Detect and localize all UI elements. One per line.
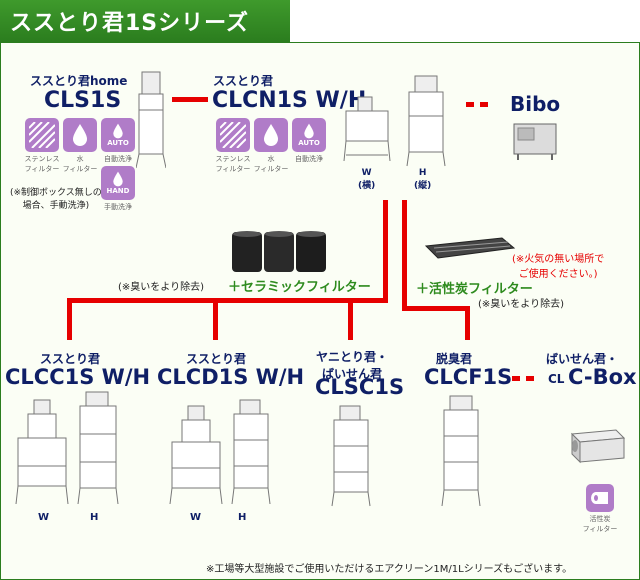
hand-caption: 手動洗浄	[104, 203, 132, 211]
clcn1s-h-machine-image	[405, 74, 451, 168]
cbox-machine-image	[566, 428, 626, 464]
clsc1s-series: ヤニとり君・ ばいせん君	[316, 350, 389, 381]
connector-clcn1s-bibo-1	[466, 102, 474, 107]
auto-badge: AUTO	[107, 139, 129, 147]
bibo-model: Bibo	[510, 92, 561, 116]
auto-wash-icon: AUTO	[101, 118, 135, 152]
clcc1s-h-label: H	[90, 512, 99, 523]
cls1s-icon-caption-2: 水 フィルター	[62, 155, 98, 173]
clcd1s-model: CLCD1S W/H	[157, 365, 305, 389]
connector-clcf1s-cbox-1	[512, 376, 520, 381]
water-drop-icon	[63, 118, 97, 152]
cbox-icon-caption: 活性炭 フィルター	[582, 515, 618, 533]
cls1s-icon-caption-3: 自動洗浄	[104, 155, 132, 163]
clcc1s-w-machine-image	[14, 398, 70, 506]
stainless-filter-icon	[216, 118, 250, 152]
auto-badge: AUTO	[298, 139, 320, 147]
connector-cls1s-clcn1s	[172, 97, 208, 102]
carbon-filter-image	[424, 236, 516, 260]
clcd1s-w-machine-image	[168, 404, 224, 506]
clcc1s-series: ススとり君	[40, 352, 101, 366]
clcf1s-machine-image	[440, 394, 484, 508]
cbox-prefix: CL	[548, 372, 565, 386]
clcn1s-icon-caption-1: ステンレス フィルター	[215, 155, 251, 173]
clcf1s-model: CLCF1S	[424, 365, 513, 389]
clcd1s-series: ススとり君	[186, 352, 247, 366]
stainless-filter-icon	[25, 118, 59, 152]
cls1s-series: ススとり君home	[30, 74, 128, 88]
clcn1s-h-label: H (縦)	[414, 168, 432, 191]
cls1s-model: CLS1S	[44, 88, 122, 113]
page-title: ススとり君1Sシリーズ	[10, 11, 250, 36]
cls1s-icon-caption-1: ステンレス フィルター	[24, 155, 60, 173]
footer-note: ※工場等大型施設でご使用いただけるエアクリーン1M/1Lシリーズもございます。	[206, 564, 573, 575]
auto-wash-icon: AUTO	[292, 118, 326, 152]
connector-clcc1s-drop	[67, 298, 72, 340]
bibo-machine-image	[512, 120, 558, 162]
cbox-model: C-Box	[568, 365, 637, 389]
clcn1s-model: CLCN1S W/H	[212, 88, 367, 113]
carbon-filter-note: (※臭いをより除去)	[478, 299, 564, 310]
carbon-filter-label: ＋活性炭フィルター	[416, 282, 533, 297]
clcn1s-w-label: W (横)	[358, 168, 376, 191]
clcc1s-model: CLCC1S W/H	[5, 365, 151, 389]
connector-clcd1s-drop	[213, 298, 218, 340]
water-drop-icon	[254, 118, 288, 152]
hand-wash-icon: HAND	[101, 166, 135, 200]
clsc1s-model: CLSC1S	[315, 375, 405, 399]
connector-ceramic-horizontal	[67, 298, 388, 303]
carbon-filter-warning: (※火気の無い場所で ご使用ください。)	[512, 254, 605, 280]
clcd1s-w-label: W	[190, 512, 202, 523]
clsc1s-machine-image	[330, 404, 374, 508]
ceramic-filter-note: (※臭いをより除去)	[118, 282, 204, 293]
clcc1s-w-label: W	[38, 512, 50, 523]
hand-badge: HAND	[106, 187, 130, 195]
connector-carbon-vertical	[402, 200, 407, 310]
connector-clsc1s-drop	[348, 298, 353, 340]
connector-carbon-horizontal	[402, 306, 470, 311]
cls1s-note: (※制御ボックス無しの 場合、手動洗浄)	[10, 188, 102, 211]
ceramic-filter-image	[230, 228, 330, 276]
clcd1s-h-label: H	[238, 512, 247, 523]
connector-ceramic-vertical	[383, 200, 388, 302]
clcn1s-icon-caption-3: 自動洗浄	[295, 155, 323, 163]
cbox-series: ばいせん君・	[546, 352, 619, 366]
connector-clcf1s-drop	[465, 306, 470, 340]
connector-clcn1s-bibo-2	[480, 102, 488, 107]
clcn1s-series: ススとり君	[213, 74, 274, 88]
clcc1s-h-machine-image	[76, 390, 122, 506]
title-tab: ススとり君1Sシリーズ	[0, 0, 290, 42]
clcf1s-series: 脱臭君	[436, 352, 473, 366]
connector-clcf1s-cbox-2	[526, 376, 534, 381]
clcd1s-h-machine-image	[230, 398, 274, 506]
ceramic-filter-label: ＋セラミックフィルター	[228, 280, 371, 295]
carbon-filter-roll-icon	[586, 484, 614, 512]
cls1s-machine-image	[135, 70, 167, 170]
clcn1s-icon-caption-2: 水 フィルター	[253, 155, 289, 173]
clcn1s-w-machine-image	[342, 95, 392, 165]
